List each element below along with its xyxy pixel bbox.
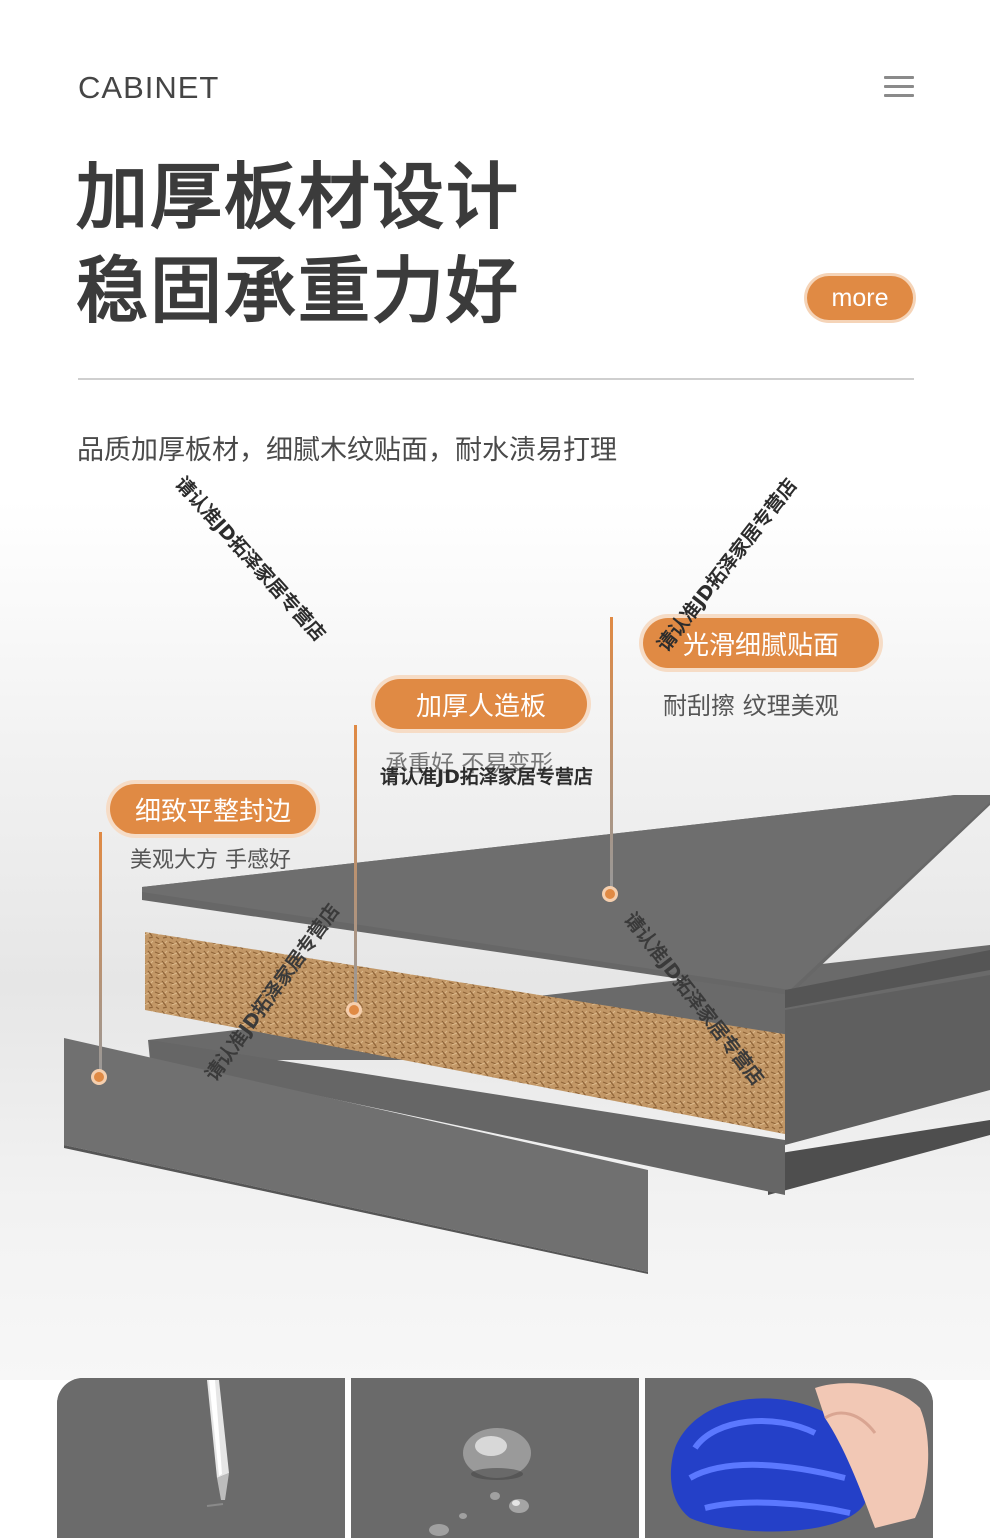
thumbnail-water bbox=[351, 1378, 639, 1538]
headline-line-1: 加厚板材设计 bbox=[76, 155, 521, 239]
headline: 加厚板材设计 稳固承重力好 bbox=[76, 150, 520, 338]
thumbnail-cloth bbox=[645, 1378, 933, 1538]
board-illustration bbox=[64, 795, 990, 1274]
brand-title: CABINET bbox=[78, 70, 220, 105]
callout-line-1 bbox=[99, 832, 102, 1076]
feature-desc-surface: 耐刮擦 纹理美观 bbox=[663, 692, 839, 720]
headline-line-2: 稳固承重力好 bbox=[76, 249, 521, 333]
callout-dot-3 bbox=[602, 886, 618, 902]
thumbnail-strip bbox=[57, 1378, 933, 1538]
cleaning-cloth-icon bbox=[645, 1378, 933, 1538]
feature-desc-edge: 美观大方 手感好 bbox=[130, 848, 291, 873]
callout-line-2 bbox=[354, 725, 357, 1007]
callout-dot-2 bbox=[346, 1002, 362, 1018]
more-button[interactable]: more bbox=[807, 276, 913, 320]
callout-dot-1 bbox=[91, 1069, 107, 1085]
hamburger-menu-icon[interactable] bbox=[884, 76, 914, 102]
callout-line-3 bbox=[610, 617, 613, 887]
feature-pill-surface: 光滑细腻贴面 bbox=[643, 618, 879, 668]
edge-banding-strip bbox=[64, 1038, 648, 1272]
water-droplets-icon bbox=[351, 1378, 639, 1538]
screwdriver-scratch-icon bbox=[57, 1378, 345, 1538]
divider bbox=[78, 378, 914, 380]
watermark-3: 请认准JD拓泽家居专营店 bbox=[380, 766, 593, 788]
feature-pill-board: 加厚人造板 bbox=[375, 679, 587, 729]
feature-desc-board: 承重好 不易变形 bbox=[385, 751, 554, 777]
feature-pill-edge: 细致平整封边 bbox=[110, 784, 316, 834]
thumbnail-scratch bbox=[57, 1378, 345, 1538]
particle-board-core bbox=[145, 932, 790, 1135]
subtitle: 品质加厚板材，细腻木纹贴面，耐水渍易打理 bbox=[77, 435, 617, 466]
